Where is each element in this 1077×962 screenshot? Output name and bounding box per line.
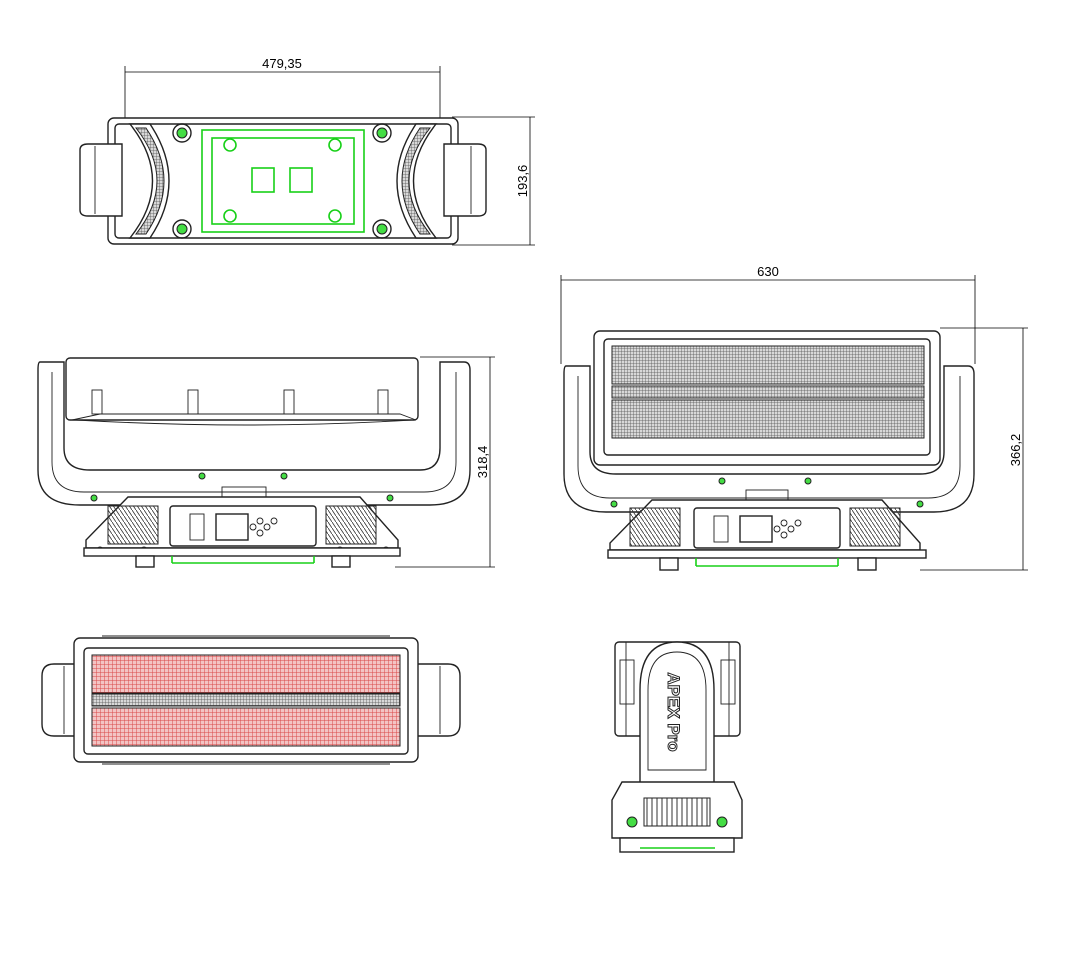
dimension-label-top-width: 479,35: [262, 56, 302, 71]
dimension-label-top-depth: 193,6: [515, 165, 530, 198]
dimension-label-front-width: 630: [757, 264, 779, 279]
brand-logo: APEX Pro: [664, 672, 683, 751]
dimension-label-front-height: 366,2: [1008, 434, 1023, 467]
front-view: 630 366,2: [560, 264, 1028, 571]
top-view: 479,35 193,6: [79, 56, 535, 246]
side-profile-view: APEX Pro: [611, 641, 743, 853]
side-view: 318,4: [37, 356, 495, 568]
dimension-top-depth: 193,6: [452, 116, 535, 246]
led-face-view: [41, 635, 461, 765]
dimension-front-width: 630: [560, 264, 976, 364]
dimension-top-width: 479,35: [124, 56, 441, 122]
dimension-side-height: 318,4: [395, 356, 495, 568]
dimension-label-side-height: 318,4: [475, 446, 490, 479]
dimension-front-height: 366,2: [920, 327, 1028, 571]
